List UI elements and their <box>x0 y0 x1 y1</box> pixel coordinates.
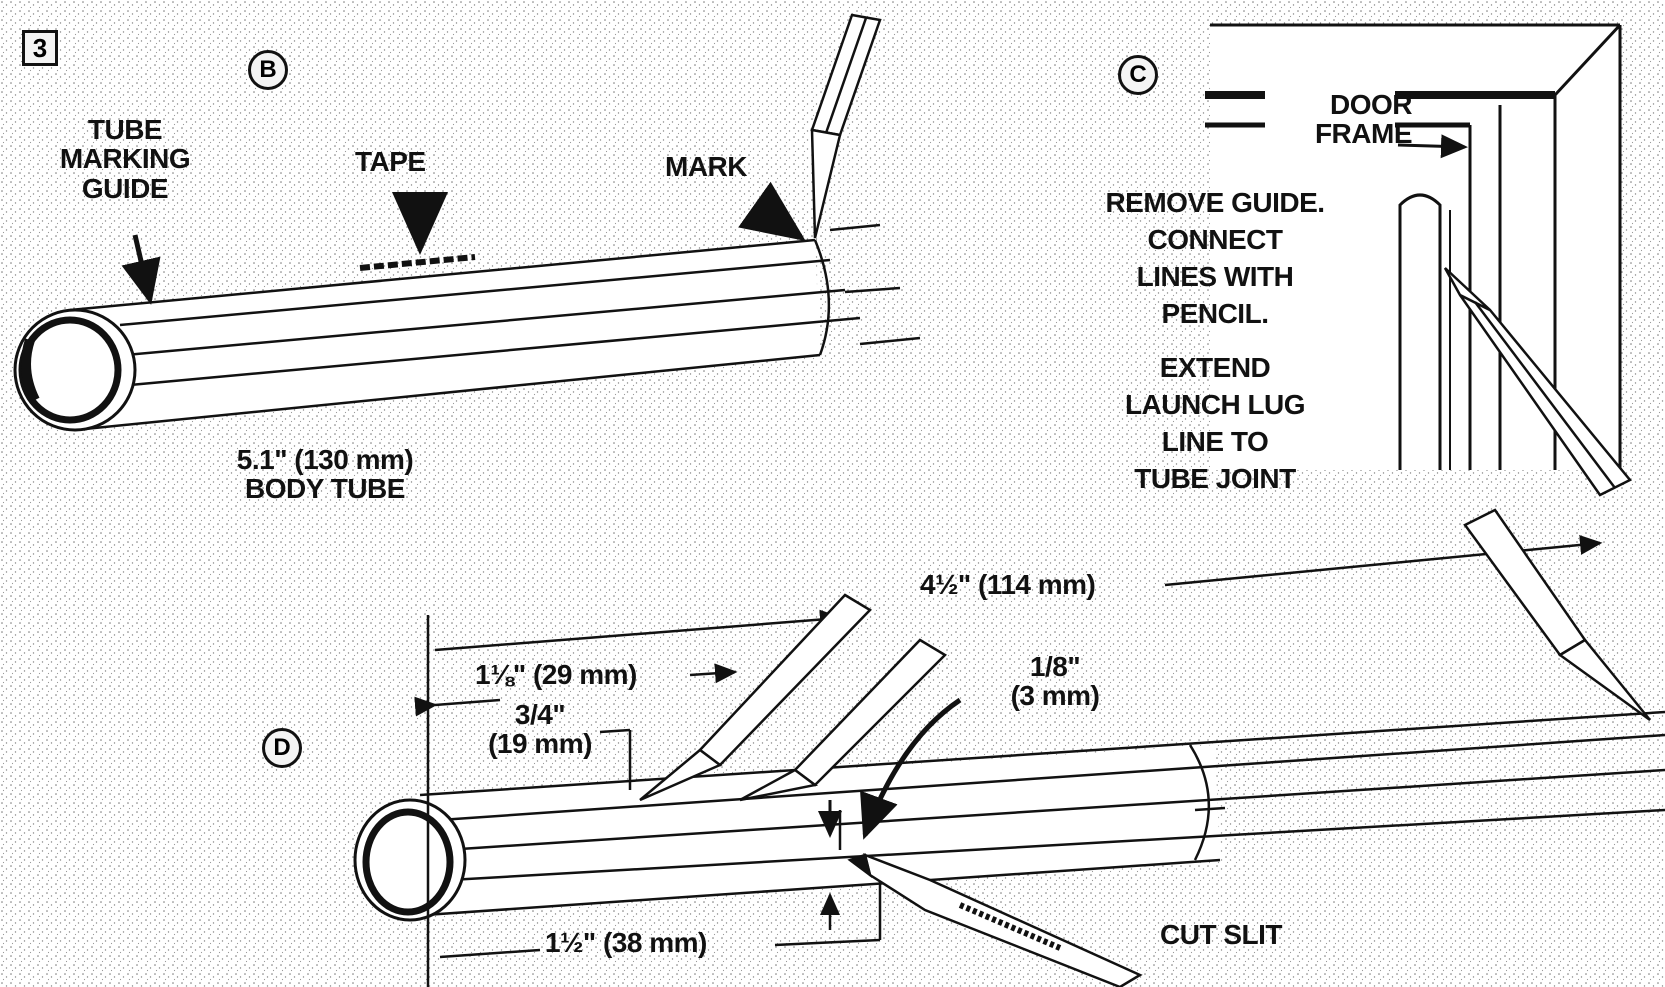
panel-c-marker: C <box>1118 55 1158 95</box>
dimension-1-125-inch-label: 1⅛" (29 mm) <box>475 659 637 690</box>
extend-line-instruction: EXTEND LAUNCH LUG LINE TO TUBE JOINT <box>1124 352 1306 494</box>
pencil-icon <box>810 13 882 239</box>
hobby-knife-icon <box>847 852 1143 987</box>
cut-slit-label: CUT SLIT <box>1160 919 1283 950</box>
panel-d-marker: D <box>262 728 302 768</box>
body-tube-label: 5.1" (130 mm) BODY TUBE <box>236 444 414 505</box>
guide-arrow <box>121 234 161 305</box>
dimension-0-125-inch-label: 1/8" (3 mm) <box>1010 651 1100 712</box>
door-frame-label: DOOR FRAME <box>1314 89 1413 150</box>
step-number-box: 3 <box>22 30 58 66</box>
tube-marking-guide-label: TUBE MARKING GUIDE <box>59 114 191 204</box>
mark-arrow <box>738 181 806 242</box>
pencil-icon <box>739 638 948 802</box>
frame-arrow <box>1397 134 1468 159</box>
panel-b-body-tube <box>13 223 921 432</box>
eighth-inch-arrow <box>860 697 962 840</box>
remove-guide-instruction: REMOVE GUIDE. CONNECT LINES WITH PENCIL. <box>1105 187 1325 329</box>
tape-label: TAPE <box>355 146 426 177</box>
dimension-4-5-inch-label: 4½" (114 mm) <box>920 569 1096 600</box>
panel-b-marker: B <box>248 50 288 90</box>
dimension-0-75-inch-label: 3/4" (19 mm) <box>488 699 592 760</box>
pencil-icon <box>1463 508 1651 722</box>
pencil-icon <box>639 593 872 802</box>
dimension-1-5-inch-label: 1½" (38 mm) <box>545 927 707 958</box>
mark-label: MARK <box>665 151 748 182</box>
panel-c-door-frame <box>1205 23 1622 470</box>
pencil-icon <box>1443 267 1632 497</box>
tape-strip <box>359 254 476 271</box>
